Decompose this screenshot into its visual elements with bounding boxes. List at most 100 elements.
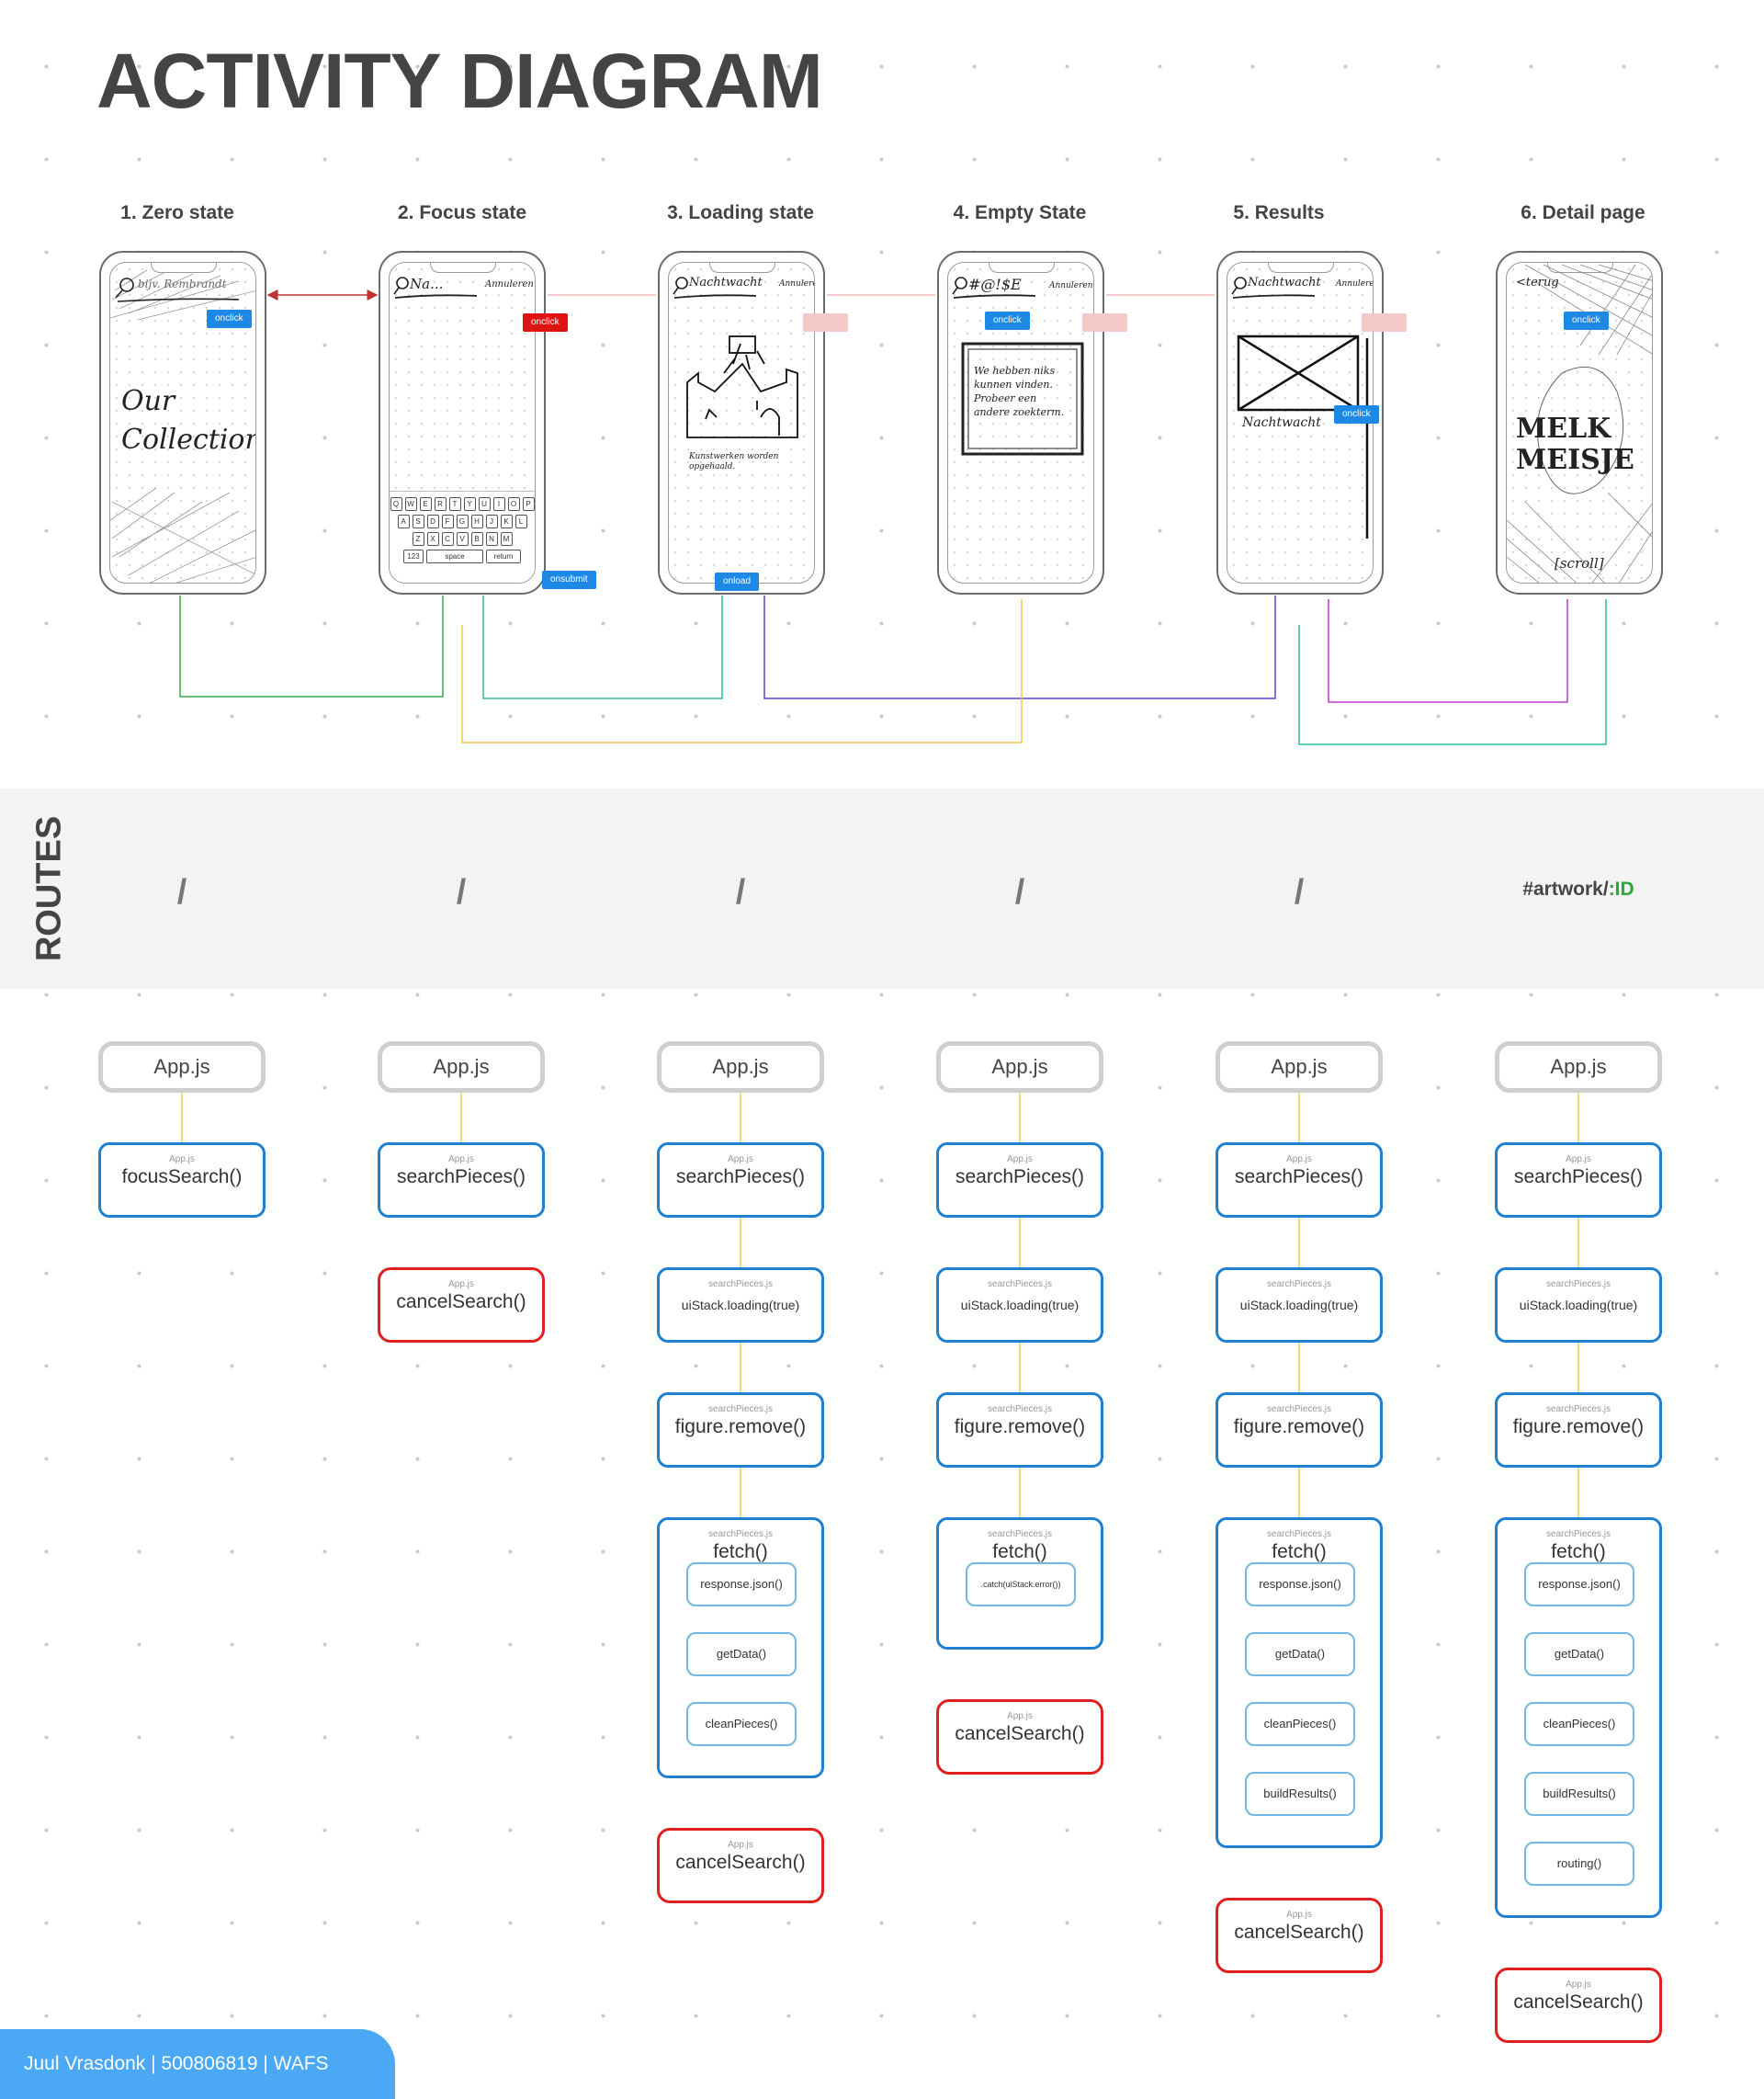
node-file-label: App.js <box>1007 1154 1033 1164</box>
phone-zero-state: bijv. Rembrandt Our Collection onclick <box>99 251 266 595</box>
phone-results: Nachtwacht Annuleren Nachtwacht onclick … <box>1216 251 1407 595</box>
keyboard-space-key: space <box>426 550 483 563</box>
cancel-link-sketch: Annuleren <box>1336 279 1373 289</box>
node-file-label: searchPieces.js <box>987 1279 1053 1289</box>
routes-band <box>0 789 1764 989</box>
node-file-label: App.js <box>1007 1711 1033 1721</box>
node-function-name: searchPieces() <box>396 1166 526 1187</box>
fetch-step-node: buildResults() <box>1524 1772 1634 1816</box>
state-label-5: 5. Results <box>1233 202 1325 223</box>
fetch-step-node: routing() <box>1524 1842 1634 1886</box>
keyboard-key: O <box>507 497 520 511</box>
keyboard-key: U <box>478 497 491 511</box>
node-function-name: searchPieces() <box>1513 1166 1644 1187</box>
node-file-label: App.js <box>728 1154 753 1164</box>
node-file-label: searchPieces.js <box>1545 1529 1611 1539</box>
fetch-step-node: getData() <box>1524 1632 1634 1676</box>
route-results: / <box>1294 873 1305 912</box>
phone-screen: Nachtwacht Annuleren Kunstwerken worden … <box>668 262 815 584</box>
keyboard-key: N <box>485 532 498 546</box>
sketch-scribbles <box>1231 277 1369 539</box>
node-function-name: figure.remove() <box>1512 1416 1645 1437</box>
node-file-label: searchPieces.js <box>987 1404 1053 1414</box>
route-focus-state: / <box>456 873 467 912</box>
keyboard-key: F <box>441 515 454 528</box>
node-function-name: searchPieces() <box>675 1166 806 1187</box>
node-file-label: App.js <box>1286 1910 1312 1920</box>
flow-line-purple <box>763 596 1276 699</box>
result-caption-sketch: Nachtwacht <box>1242 415 1321 430</box>
node-function-name: uiStack.loading(true) <box>1239 1298 1359 1312</box>
keyboard-return-key: return <box>486 550 521 563</box>
keyboard-key: K <box>500 515 513 528</box>
fetch-step-node: cleanPieces() <box>686 1702 797 1746</box>
keyboard-key: D <box>426 515 439 528</box>
back-link-sketch: <terug <box>1516 276 1559 289</box>
keyboard-key: M <box>500 532 513 546</box>
onload-tag: onload <box>715 573 760 591</box>
keyboard-key: Q <box>390 497 402 511</box>
node-function-name: uiStack.loading(true) <box>1519 1298 1638 1312</box>
keyboard-key: L <box>514 515 527 528</box>
fetch-step-node: response.json() <box>686 1562 797 1606</box>
onclick-tag: onclick <box>985 312 1030 330</box>
phone-screen: <terug MELK MEISJE [scroll] <box>1506 262 1653 584</box>
keyboard-key: Y <box>463 497 476 511</box>
node-function-name: fetch() <box>992 1541 1047 1562</box>
search-input-sketch: #@!$E <box>968 276 1022 293</box>
search-input-sketch: Nachtwacht <box>1248 276 1321 289</box>
keyboard-key: B <box>470 532 483 546</box>
function-node: searchPieces.js figure.remove() <box>936 1392 1103 1468</box>
node-function-name: searchPieces() <box>955 1166 1085 1187</box>
onclick-tag-faded: onclick <box>803 313 848 332</box>
node-function-name: figure.remove() <box>674 1416 807 1437</box>
phone-loading-state: Nachtwacht Annuleren Kunstwerken worden … <box>658 251 848 595</box>
cancel-search-node: App.js cancelSearch() <box>1216 1898 1383 1973</box>
node-function-name: figure.remove() <box>1233 1416 1365 1437</box>
node-function-name: cancelSearch() <box>1513 1991 1644 2013</box>
node-function-name: focusSearch() <box>121 1166 243 1187</box>
keyboard-key: P <box>522 497 535 511</box>
fetch-step-node: response.json() <box>1245 1562 1355 1606</box>
node-file-label: App.js <box>448 1154 474 1164</box>
app-js-node: App.js <box>1216 1041 1383 1093</box>
node-function-name: figure.remove() <box>954 1416 1086 1437</box>
flow-line-yellow <box>461 599 1023 743</box>
route-empty-state: / <box>1014 873 1025 912</box>
node-file-label: searchPieces.js <box>987 1529 1053 1539</box>
loading-caption-sketch: Kunstwerken worden opgehaald. <box>689 452 779 471</box>
search-input-sketch: Na... <box>410 276 444 292</box>
node-file-label: searchPieces.js <box>1545 1279 1611 1289</box>
node-function-name: uiStack.loading(true) <box>960 1298 1080 1312</box>
node-function-name: cancelSearch() <box>1234 1922 1364 1943</box>
node-file-label: searchPieces.js <box>707 1404 774 1414</box>
node-function-name: searchPieces() <box>1234 1166 1364 1187</box>
app-js-node: App.js <box>378 1041 545 1093</box>
cancel-link-sketch: Annuleren <box>485 279 534 289</box>
fetch-step-node: cleanPieces() <box>1245 1702 1355 1746</box>
flow-line-green <box>179 596 444 698</box>
route-detail-page: #artwork/:ID <box>1491 879 1666 901</box>
phone-empty-state: #@!$E Annuleren We hebben niks kunnen vi… <box>937 251 1127 595</box>
keyboard-numbers-key: 123 <box>403 550 424 563</box>
keyboard-key: T <box>448 497 461 511</box>
node-file-label: App.js <box>448 1279 474 1289</box>
keyboard-key: V <box>456 532 469 546</box>
sketch-scribbles <box>1507 264 1652 583</box>
keyboard-key: G <box>456 515 469 528</box>
onclick-tag-faded: onclick <box>1082 313 1127 332</box>
fetch-step-node: getData() <box>686 1632 797 1676</box>
sketch-scribbles <box>110 269 255 583</box>
app-js-node: App.js <box>1495 1041 1662 1093</box>
state-label-1: 1. Zero state <box>120 202 234 223</box>
